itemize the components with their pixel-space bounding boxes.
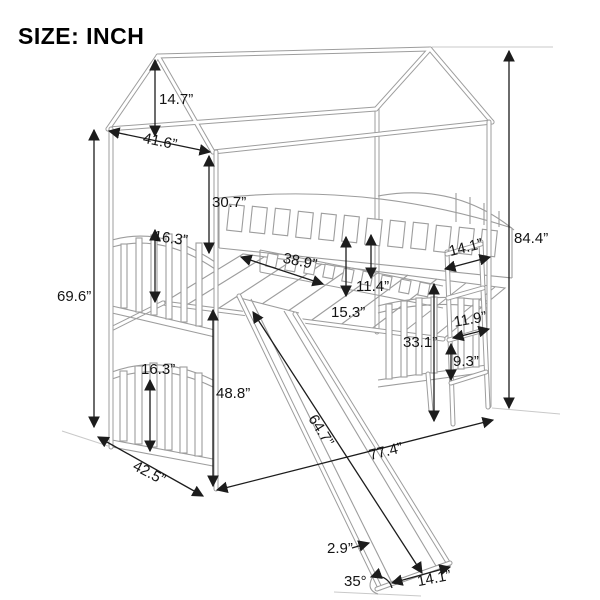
dim-slide-rail-height: 2.9” (327, 540, 353, 557)
dim-roof-front-width: 41.6” (141, 130, 178, 154)
dim-ladder-width: 14.1” (447, 235, 484, 260)
dim-floor-to-deck: 48.8” (216, 385, 250, 402)
dim-guard-above-deck: 11.4” (356, 278, 389, 295)
dim-rung-spacing-upper: 11.9” (452, 308, 488, 330)
dim-slide-exit-width: 14.1” (416, 567, 453, 590)
dim-under-loft-height: 33.1” (403, 334, 437, 351)
upper-back-rail (218, 192, 515, 279)
dim-eave-to-rail: 30.7” (212, 194, 246, 211)
dim-left-total-height: 69.6” (57, 288, 91, 305)
size-unit-label: SIZE: INCH (18, 23, 144, 49)
dim-bed-width: 38.9” (281, 250, 318, 274)
dim-slide-angle: 35° (344, 573, 367, 590)
dim-upper-guard-height: 16.3” (153, 228, 189, 250)
dim-total-height: 84.4” (514, 230, 548, 247)
dimension-lines (88, 49, 515, 589)
dim-deck-edge-height: 15.3” (331, 304, 365, 321)
ladder (444, 239, 491, 427)
dim-roof-peak-height: 14.7” (159, 91, 193, 108)
dim-bed-depth: 42.5” (130, 457, 168, 488)
dim-rung-spacing-lower: 9.3” (453, 353, 479, 370)
dimension-labels: SIZE: INCH 14.7” 41.6” 30.7” 16.3” 69.6”… (18, 23, 548, 590)
dim-lower-panel-height: 16.3” (141, 361, 175, 378)
lower-left-panel (111, 362, 214, 467)
